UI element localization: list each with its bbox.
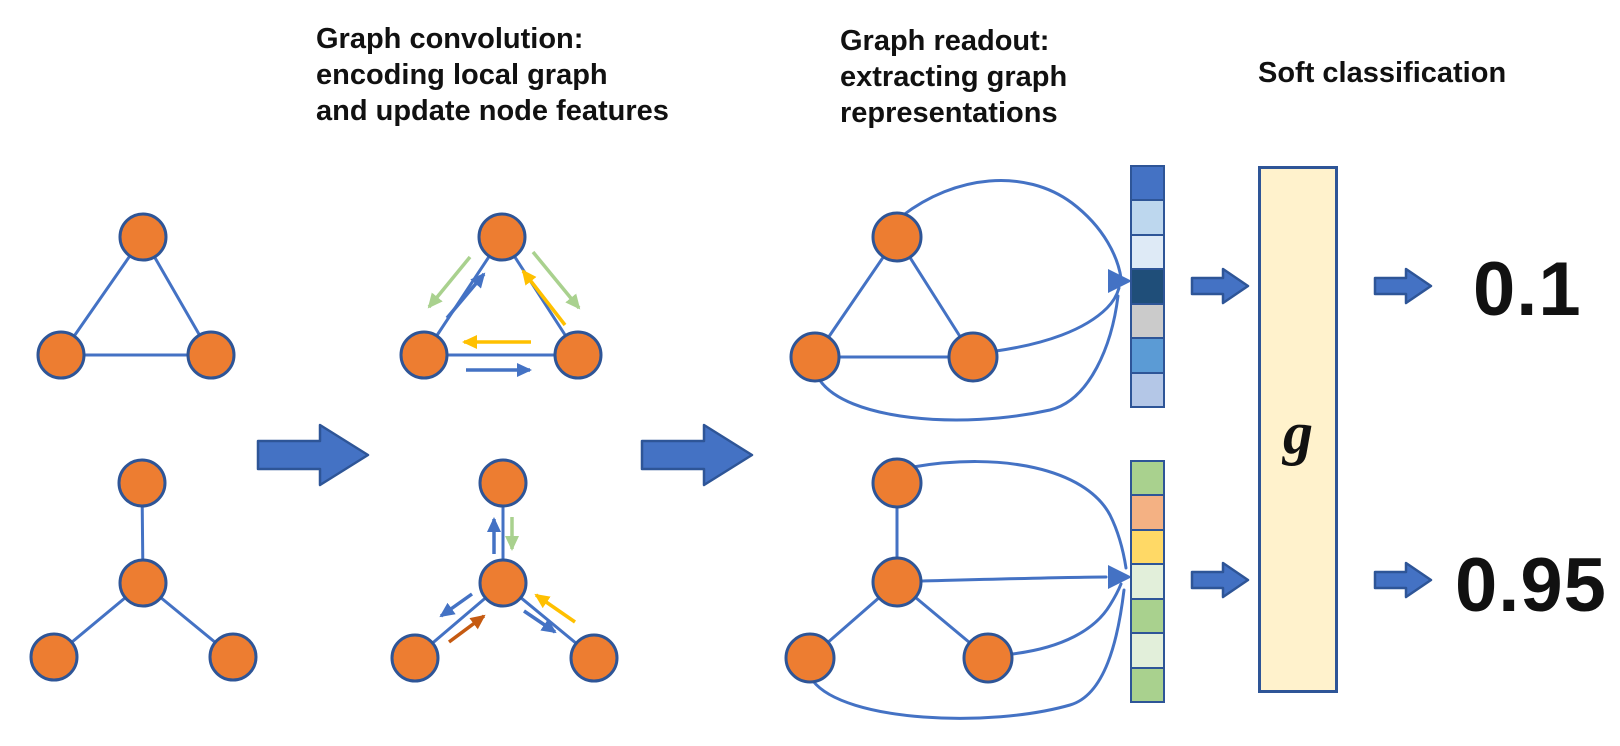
graph-node (478, 458, 528, 508)
message-arrow-icon (534, 593, 576, 624)
readout-curve (919, 575, 1108, 583)
message-arrow-icon (447, 614, 486, 644)
flow-arrow-icon (1190, 267, 1250, 305)
convolution-graph-star (390, 458, 619, 683)
feature-cell (1132, 199, 1163, 234)
feature-cell (1132, 563, 1163, 598)
feature-cell (1132, 597, 1163, 633)
graph-node (871, 211, 923, 263)
graph2-feature-vector (1130, 460, 1165, 703)
flow-arrow-icon (1373, 267, 1433, 305)
graph-node (569, 633, 619, 683)
graph-node (962, 632, 1014, 684)
flow-arrow-icon (1190, 561, 1250, 599)
input-graph-star (29, 458, 258, 682)
message-arrow-icon (427, 255, 472, 309)
graph-node (553, 330, 603, 380)
graph-readout-heading: Graph readout: extracting graph represen… (840, 25, 1068, 129)
graph-node (117, 458, 167, 508)
feature-cell (1132, 528, 1163, 564)
graph-node (947, 331, 999, 383)
feature-cell (1132, 462, 1163, 495)
feature-cell (1132, 666, 1163, 701)
graph-node (789, 331, 841, 383)
message-arrow-icon (531, 250, 581, 310)
input-graph-triangle (36, 212, 236, 380)
graph-node (208, 632, 258, 682)
message-arrow-icon (445, 272, 486, 320)
feature-cell (1132, 167, 1163, 200)
graph-node (871, 457, 923, 509)
graph1-feature-vector (1130, 165, 1165, 408)
feature-cell (1132, 371, 1163, 406)
readout-graph-triangle (789, 179, 1132, 422)
readout-curve (994, 286, 1121, 353)
classifier-function-box: g (1258, 166, 1338, 693)
feature-cell (1132, 302, 1163, 338)
message-arrow-icon (523, 609, 557, 634)
feature-cell (1132, 233, 1163, 269)
classifier-function-label: g (1283, 400, 1313, 466)
feature-cell (1132, 337, 1163, 372)
graph-node (118, 212, 168, 262)
readout-curve (911, 460, 1128, 570)
convolution-graph-triangle (399, 212, 603, 380)
graph-node (784, 632, 836, 684)
message-arrow-icon (521, 269, 567, 327)
readout-curve (900, 179, 1123, 280)
flow-arrow-icon (256, 423, 370, 487)
readout-curve (817, 294, 1120, 422)
graph-node (477, 212, 527, 262)
graph-node (36, 330, 86, 380)
graph-node (118, 558, 168, 608)
feature-cell (1132, 494, 1163, 529)
flow-arrow-icon (640, 423, 754, 487)
graph-node (871, 556, 923, 608)
graph2-class-probability: 0.95 (1455, 543, 1607, 628)
graph1-class-probability: 0.1 (1473, 247, 1582, 332)
graph-node (29, 632, 79, 682)
soft-classification-heading: Soft classification (1258, 57, 1507, 89)
graph-convolution-heading: Graph convolution: encoding local graph … (316, 23, 669, 127)
graph-node (478, 558, 528, 608)
readout-arrowhead-icon (1108, 269, 1132, 293)
message-arrow-icon (439, 592, 474, 618)
readout-arrowhead-icon (1108, 565, 1132, 589)
feature-cell (1132, 268, 1163, 303)
graph-node (390, 633, 440, 683)
readout-graph-star (784, 457, 1132, 720)
graph-node (186, 330, 236, 380)
feature-cell (1132, 632, 1163, 667)
readout-curve (1010, 582, 1123, 656)
readout-curve (811, 588, 1126, 720)
flow-arrow-icon (1373, 561, 1433, 599)
graph-node (399, 330, 449, 380)
